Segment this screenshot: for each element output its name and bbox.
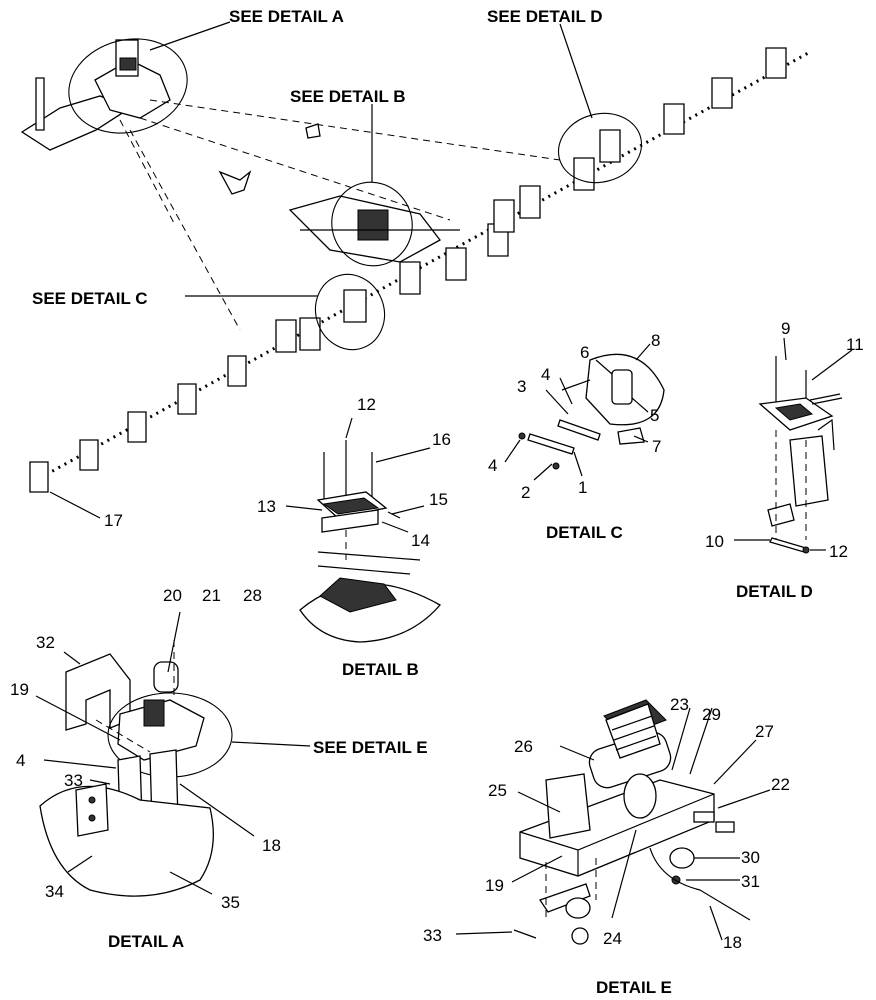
callout-23: 23 bbox=[670, 695, 689, 714]
overview-assembly bbox=[20, 21, 811, 519]
callout-31: 31 bbox=[741, 872, 760, 891]
callout-21: 21 bbox=[202, 586, 221, 605]
callout-14: 14 bbox=[411, 531, 430, 550]
callout-27: 27 bbox=[755, 722, 774, 741]
callout-11: 11 bbox=[846, 335, 864, 354]
detail-c-drawing bbox=[504, 343, 665, 481]
callout-1: 1 bbox=[578, 478, 587, 497]
callout-32: 32 bbox=[36, 633, 55, 652]
callout-3: 3 bbox=[517, 377, 526, 396]
callout-22: 22 bbox=[771, 775, 790, 794]
callout-15: 15 bbox=[429, 490, 448, 509]
callout-33-a: 33 bbox=[64, 771, 83, 790]
callout-2: 2 bbox=[521, 483, 530, 502]
callout-33-e: 33 bbox=[423, 926, 442, 945]
detail-e-title: DETAIL E bbox=[596, 978, 672, 997]
callout-4-c-top: 4 bbox=[541, 365, 550, 384]
callout-12-b: 12 bbox=[357, 395, 376, 414]
callout-5: 5 bbox=[650, 406, 659, 425]
callout-18-e: 18 bbox=[723, 933, 742, 952]
callout-6: 6 bbox=[580, 343, 589, 362]
see-detail-c-label: SEE DETAIL C bbox=[32, 289, 148, 308]
callout-34: 34 bbox=[45, 882, 64, 901]
see-detail-a-label: SEE DETAIL A bbox=[229, 7, 344, 26]
callout-19-e: 19 bbox=[485, 876, 504, 895]
callout-28: 28 bbox=[243, 586, 262, 605]
detail-b-title: DETAIL B bbox=[342, 660, 419, 679]
callout-26: 26 bbox=[514, 737, 533, 756]
callout-12-d: 12 bbox=[829, 542, 848, 561]
callout-25: 25 bbox=[488, 781, 507, 800]
detail-e-drawing bbox=[455, 699, 771, 945]
callout-16: 16 bbox=[432, 430, 451, 449]
see-detail-d-label: SEE DETAIL D bbox=[487, 7, 603, 26]
callout-20: 20 bbox=[163, 586, 182, 605]
callout-17: 17 bbox=[104, 511, 123, 530]
callout-35: 35 bbox=[221, 893, 240, 912]
detail-a-drawing bbox=[35, 611, 311, 897]
callout-29: 29 bbox=[702, 705, 721, 724]
detail-b-drawing bbox=[285, 417, 442, 643]
detail-c-title: DETAIL C bbox=[546, 523, 623, 542]
callout-10: 10 bbox=[705, 532, 724, 551]
callout-9: 9 bbox=[781, 319, 790, 338]
detail-a-title: DETAIL A bbox=[108, 932, 184, 951]
callout-4-c-bottom: 4 bbox=[488, 456, 497, 475]
callout-13: 13 bbox=[257, 497, 276, 516]
callout-4-a: 4 bbox=[16, 751, 25, 770]
callout-30: 30 bbox=[741, 848, 760, 867]
callout-8: 8 bbox=[651, 331, 660, 350]
see-detail-b-label: SEE DETAIL B bbox=[290, 87, 406, 106]
detail-d-drawing bbox=[734, 337, 853, 554]
callout-19-a: 19 bbox=[10, 680, 29, 699]
callout-7: 7 bbox=[652, 437, 661, 456]
see-detail-e-label: SEE DETAIL E bbox=[313, 738, 428, 757]
detail-d-title: DETAIL D bbox=[736, 582, 813, 601]
callout-24: 24 bbox=[603, 929, 622, 948]
callout-18-a: 18 bbox=[262, 836, 281, 855]
